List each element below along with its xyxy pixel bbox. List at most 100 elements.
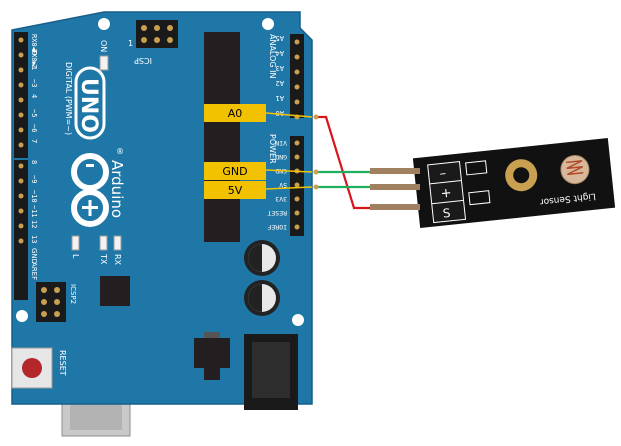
callout-a0: A0 — [204, 104, 266, 122]
header-pin — [18, 163, 24, 169]
digital-pin-label: RX0◀0 — [30, 34, 38, 55]
capacitor — [244, 280, 280, 316]
pin-plus-label: + — [440, 186, 452, 202]
pin-minus-label: – — [439, 166, 447, 182]
analog-pin-label: A0 — [276, 109, 284, 117]
digital-pin-label: TX0▶1 — [30, 49, 38, 70]
analog-pin-label: A4 — [276, 49, 284, 57]
svg-text:A0: A0 — [228, 107, 243, 120]
header-pin — [294, 210, 300, 216]
tx-label: TX — [99, 253, 108, 265]
gnd-label: GND — [30, 248, 38, 264]
header-pin — [18, 223, 24, 229]
digital-pin-label: ~9 — [30, 175, 38, 183]
icsp-label: ICSP — [134, 56, 152, 65]
header-pin — [294, 69, 300, 75]
rx-led — [113, 235, 122, 251]
rx-label: RX — [113, 254, 122, 266]
callout-arrows — [265, 112, 313, 190]
digital-pin-label: 7 — [30, 139, 38, 143]
power-pin-label: 5V — [279, 181, 287, 189]
header-pin — [294, 182, 300, 188]
l-label: L — [71, 254, 80, 259]
icsp-header — [136, 20, 178, 48]
mounting-hole — [16, 310, 28, 322]
reset-button[interactable] — [11, 347, 53, 389]
header-pin — [294, 39, 300, 45]
digital-pin-label: ~10 — [30, 190, 38, 203]
analog-pin-label: A1 — [276, 94, 284, 102]
header-pin — [294, 196, 300, 202]
brand-label: Arduino — [108, 160, 126, 218]
icsp2-header — [36, 282, 66, 322]
atmega-chip — [204, 32, 240, 242]
registered-mark: ® — [116, 147, 124, 156]
header-pin — [18, 208, 24, 214]
power-analog-header — [290, 34, 304, 236]
power-label: POWER — [268, 134, 277, 164]
wires — [318, 115, 420, 210]
power-pin-label: 3V3 — [275, 195, 287, 203]
header-pin — [294, 224, 300, 230]
pin-s-label: S — [442, 206, 451, 221]
power-pin-label: RESET — [267, 209, 287, 217]
dc-jack — [244, 334, 298, 410]
mounting-hole — [262, 18, 274, 30]
header-pin — [18, 82, 24, 88]
header-pin — [294, 140, 300, 146]
digital-pin-label: 2 — [30, 64, 38, 68]
header-pin — [18, 127, 24, 133]
digital-pin-label: 4 — [30, 94, 38, 98]
digital-pin-label: ~3 — [30, 79, 38, 87]
mounting-hole — [98, 18, 110, 30]
digital-pin-label: ~5 — [30, 109, 38, 117]
header-pin — [294, 84, 300, 90]
power-pin-label: VIN — [275, 139, 287, 147]
header-pin — [294, 54, 300, 60]
analog-label: ANALOG IN — [268, 34, 277, 79]
l-led — [71, 235, 80, 251]
header-pin — [18, 178, 24, 184]
signal-wire — [318, 115, 420, 210]
power-pin-label: GND — [275, 153, 287, 161]
digital-label: DIGITAL (PWM=~) — [64, 62, 73, 135]
on-label: ON — [99, 40, 108, 52]
header-pin — [18, 97, 24, 103]
voltage-regulator — [194, 332, 230, 380]
module-pins — [370, 168, 420, 210]
header-pin — [294, 154, 300, 160]
callout-5v: 5V — [204, 181, 266, 199]
arduino-logo-icon — [71, 153, 109, 227]
analog-pin-label: A5 — [276, 34, 284, 42]
on-led — [99, 55, 109, 71]
light-sensor-module: – + S Light Sensor — [412, 137, 616, 229]
aref-label: AREF — [30, 262, 38, 280]
analog-pin-label: A2 — [276, 79, 284, 87]
digital-pin-label: 12 — [30, 220, 38, 228]
power-pin-label: IOREF — [267, 223, 287, 231]
tx-led — [99, 235, 108, 251]
analog-pin-label: A3 — [276, 64, 284, 72]
digital-pin-label: 8 — [30, 160, 38, 164]
header-pin — [18, 37, 24, 43]
icsp-pin-one: 1 — [128, 39, 133, 48]
icsp2-label: ICSP2 — [69, 284, 77, 304]
digital-pin-label: ~6 — [30, 124, 38, 132]
header-pin — [18, 67, 24, 73]
header-pin — [18, 112, 24, 118]
header-pin — [18, 142, 24, 148]
svg-text:GND: GND — [222, 165, 247, 178]
reset-label: RESET — [58, 350, 67, 376]
capacitor — [244, 240, 280, 276]
usb-chip — [100, 276, 130, 306]
svg-text:UNO: UNO — [76, 78, 101, 133]
svg-text:5V: 5V — [228, 184, 243, 197]
mounting-hole — [292, 314, 304, 326]
digital-pin-label: ~11 — [30, 205, 38, 218]
digital-pin-label: 13 — [30, 235, 38, 243]
digital-header — [14, 32, 28, 300]
header-pin — [18, 52, 24, 58]
uno-logo: UNO — [74, 66, 106, 140]
